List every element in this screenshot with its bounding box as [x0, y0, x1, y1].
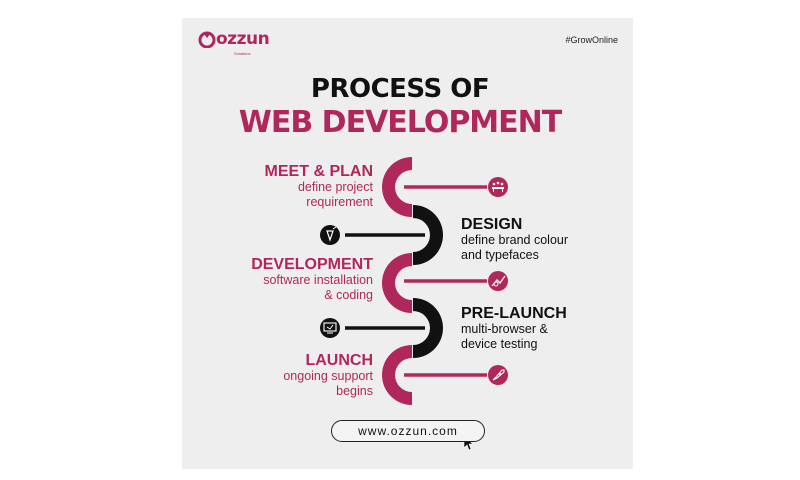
step-title: PRE-LAUNCH [461, 305, 567, 322]
brand-logo: ozzun Solutions [198, 29, 270, 56]
pen-tool-icon [320, 225, 340, 245]
step-title: MEET & PLAN [264, 163, 373, 180]
step-desc: and typefaces [461, 248, 539, 262]
step-title: LAUNCH [305, 352, 373, 369]
step-desc: define brand colour [461, 233, 569, 247]
step-development: DEVELOPMENT software installation & codi… [251, 256, 373, 303]
monitor-test-icon [320, 318, 340, 338]
title-line-2: WEB DEVELOPMENT [238, 105, 562, 140]
step-title: DEVELOPMENT [251, 256, 373, 273]
step-desc: device testing [461, 337, 538, 351]
step-desc: software installation [263, 273, 373, 287]
step-desc: ongoing support [283, 369, 373, 383]
rocket-icon [488, 365, 508, 385]
title-line-1: PROCESS OF [310, 74, 490, 104]
website-link[interactable]: www.ozzun.com [331, 420, 485, 442]
step-meet-plan: MEET & PLAN define project requirement [265, 163, 373, 210]
arc-meet-plan [382, 157, 412, 217]
step-desc: & coding [324, 288, 373, 302]
logo-text: ozzun [216, 29, 270, 49]
logo-heart-icon [198, 31, 216, 48]
step-launch: LAUNCH ongoing support begins [283, 352, 373, 399]
step-desc: begins [336, 384, 373, 398]
code-settings-icon [488, 271, 508, 291]
team-meeting-icon [488, 177, 508, 197]
logo-subtitle: Solutions [234, 51, 251, 56]
step-desc: multi-browser & [461, 322, 548, 336]
step-design: DESIGN define brand colour and typefaces [461, 216, 568, 263]
hashtag: #GrowOnline [565, 35, 618, 45]
step-prelaunch: PRE-LAUNCH multi-browser & device testin… [461, 305, 567, 352]
step-desc: define project [297, 180, 373, 194]
arc-development [382, 253, 412, 313]
step-desc: requirement [306, 195, 373, 209]
step-title: DESIGN [461, 216, 523, 233]
arc-launch [382, 345, 412, 405]
arc-design [413, 205, 443, 265]
arc-prelaunch [413, 298, 443, 358]
